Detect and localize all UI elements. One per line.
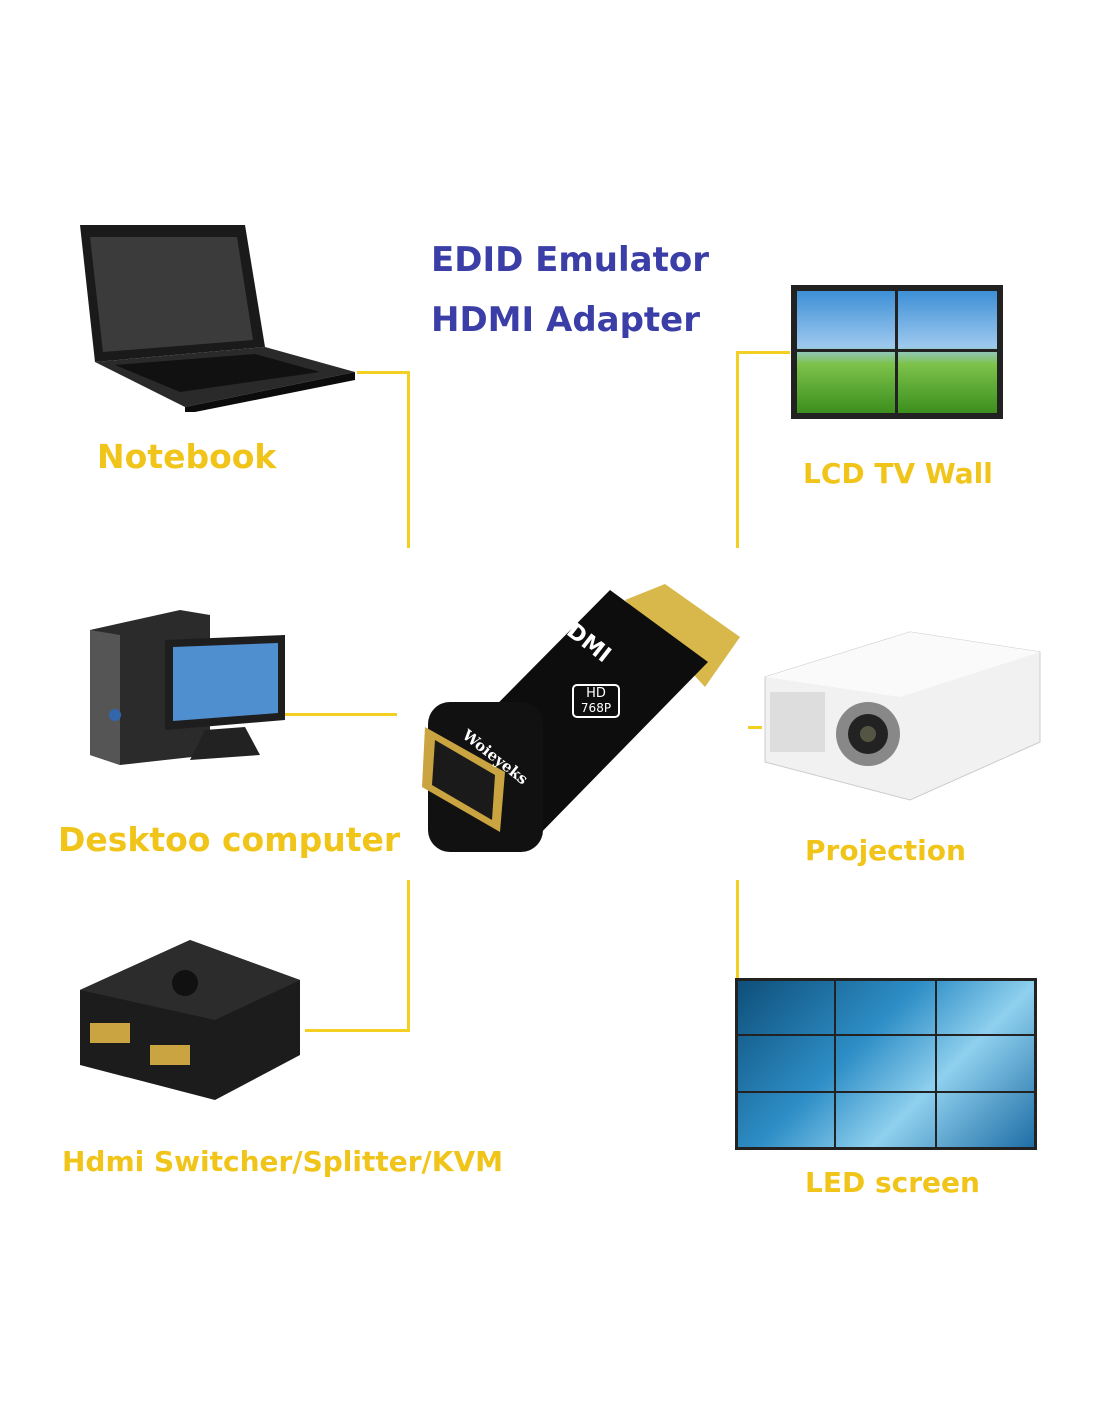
- connector-projection: [748, 726, 762, 729]
- connector-desktop: [285, 713, 397, 716]
- hdmi-switcher-image: [80, 940, 300, 1100]
- adapter-resolution-badge: HD 768P: [572, 684, 620, 718]
- title-line-2: HDMI Adapter: [431, 300, 701, 340]
- title-line-1: EDID Emulator: [431, 240, 709, 280]
- projector-image: [764, 631, 1041, 801]
- adapter-badge-top: HD: [586, 686, 606, 701]
- desktop-computer-image: [90, 610, 285, 765]
- connector-notebook-h: [357, 371, 410, 374]
- notebook-label: Notebook: [97, 437, 277, 476]
- notebook-image: [80, 225, 355, 412]
- led-screen-label: LED screen: [805, 1166, 980, 1199]
- desktop-computer-label: Desktoo computer: [58, 820, 401, 859]
- connector-switcher-h: [305, 1029, 410, 1032]
- connector-led-v: [736, 880, 739, 978]
- connector-notebook-v: [407, 371, 410, 548]
- connector-lcd-h: [736, 351, 790, 354]
- lcd-tv-wall-label: LCD TV Wall: [803, 457, 993, 490]
- led-screen-image: [735, 978, 1037, 1150]
- hdmi-adapter-image: [422, 584, 740, 852]
- adapter-badge-bottom: 768P: [580, 701, 612, 715]
- connector-lcd-v: [736, 351, 739, 548]
- projection-label: Projection: [805, 834, 966, 867]
- connector-switcher-v: [407, 880, 410, 1031]
- hdmi-switcher-label: Hdmi Switcher/Splitter/KVM: [62, 1145, 503, 1178]
- lcd-tv-wall-image: [791, 285, 1003, 419]
